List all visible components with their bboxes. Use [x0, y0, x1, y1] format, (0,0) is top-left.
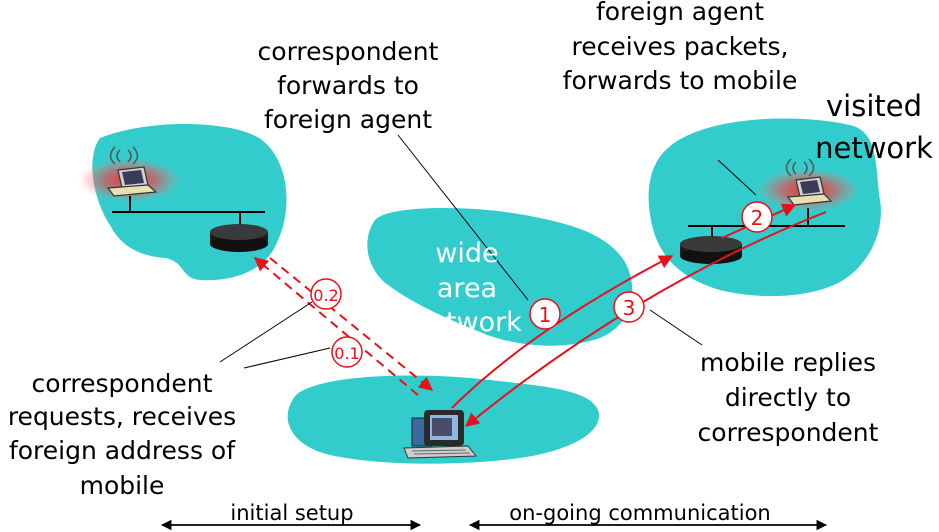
wireless-signal-icon	[109, 146, 139, 165]
svg-text:correspondent: correspondent	[698, 418, 879, 447]
arrow-0-2	[253, 257, 419, 396]
step-marker-2: 2	[741, 201, 773, 233]
arrow-0-1	[269, 257, 434, 391]
svg-text:mobile: mobile	[80, 471, 165, 500]
label-visited-network: visited network	[815, 89, 933, 165]
label-mobile-replies: mobile replies directly to correspondent	[698, 348, 879, 447]
label-wide-area-network: wide area network	[412, 238, 522, 338]
timeline-ongoing: on-going communication	[468, 501, 828, 531]
home-network-cloud	[92, 123, 287, 281]
step-label-0-1: 0.1	[334, 344, 359, 363]
svg-text:network: network	[815, 131, 933, 165]
svg-text:forwards to: forwards to	[277, 71, 419, 100]
step-marker-3: 3	[613, 291, 645, 323]
svg-text:forwards to mobile: forwards to mobile	[563, 66, 798, 95]
svg-text:foreign agent: foreign agent	[596, 0, 764, 26]
laptop-icon	[106, 166, 158, 197]
step-label-3: 3	[623, 296, 636, 320]
arrow-1-correspondent-to-foreign-agent	[451, 255, 674, 409]
step-label-2: 2	[751, 206, 764, 230]
svg-text:area: area	[437, 273, 497, 304]
callout-line-requests-0-1	[243, 347, 331, 369]
label-correspondent-forwards: correspondent forwards to foreign agent	[258, 37, 439, 134]
workstation-icon	[403, 410, 478, 459]
callout-line-requests-0-2	[219, 301, 313, 363]
timeline-label-ongoing: on-going communication	[509, 501, 770, 525]
step-marker-0-1: 0.1	[331, 336, 363, 368]
svg-text:network: network	[412, 307, 522, 338]
svg-text:requests, receives: requests, receives	[8, 402, 236, 431]
svg-text:foreign address of: foreign address of	[9, 436, 236, 465]
svg-text:correspondent: correspondent	[258, 37, 439, 66]
wide-area-network-cloud	[367, 208, 633, 346]
timeline-label-initial-setup: initial setup	[230, 501, 353, 525]
router-icon	[680, 236, 742, 264]
router-icon	[210, 224, 268, 252]
timeline-initial-setup: initial setup	[160, 501, 422, 531]
svg-text:visited: visited	[826, 89, 922, 123]
callout-line-correspondent-forwards	[397, 134, 529, 301]
step-label-1: 1	[539, 303, 552, 327]
label-correspondent-requests: correspondent requests, receives foreign…	[8, 369, 236, 500]
step-marker-1: 1	[529, 298, 561, 330]
step-marker-0-2: 0.2	[310, 278, 342, 310]
wireless-signal-icon	[785, 158, 815, 177]
callout-line-mobile-replies	[649, 309, 703, 346]
svg-text:wide: wide	[435, 238, 498, 269]
svg-text:receives packets,: receives packets,	[571, 32, 788, 61]
label-foreign-agent-receives: foreign agent receives packets, forwards…	[563, 0, 798, 95]
svg-text:correspondent: correspondent	[32, 369, 213, 398]
svg-text:directly to: directly to	[725, 383, 851, 412]
callout-line-foreign-agent	[717, 159, 757, 196]
svg-text:mobile replies: mobile replies	[700, 348, 876, 377]
svg-text:foreign agent: foreign agent	[264, 105, 432, 134]
laptop-icon	[786, 176, 833, 206]
step-label-0-2: 0.2	[313, 286, 338, 305]
